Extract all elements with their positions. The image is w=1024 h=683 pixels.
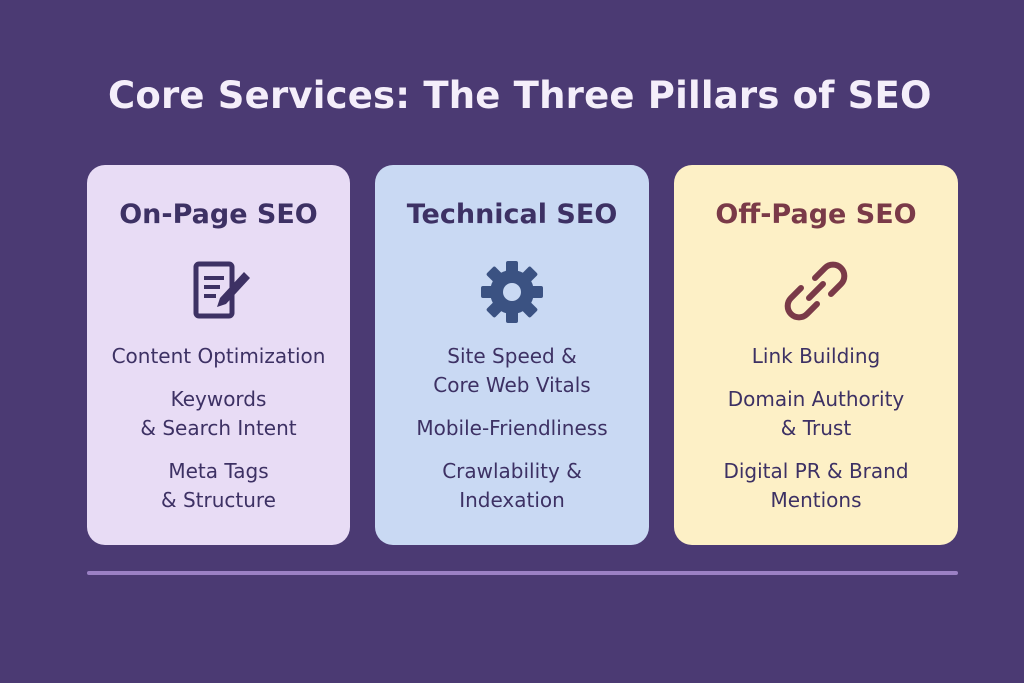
document-edit-icon xyxy=(193,261,250,319)
pillar-item: Link Building xyxy=(751,344,881,368)
gear-icon xyxy=(481,261,543,323)
pillar-item: Content Optimization xyxy=(111,344,326,368)
pillar-item: Mobile-Friendliness xyxy=(416,416,608,440)
pillar-card-on-page: On-Page SEO Content Optimization Keyword… xyxy=(87,165,350,545)
page-title: Core Services: The Three Pillars of SEO xyxy=(108,74,932,117)
pillar-item: Meta Tags & Structure xyxy=(161,459,276,512)
pillar-item: Site Speed & Core Web Vitals xyxy=(433,344,591,397)
pillar-item: Domain Authority & Trust xyxy=(727,387,905,440)
pillar-item: Digital PR & Brand Mentions xyxy=(723,459,909,512)
pillar-item: Keywords & Search Intent xyxy=(140,387,297,440)
pillar-heading: Off-Page SEO xyxy=(715,199,917,230)
link-icon xyxy=(784,261,848,321)
divider xyxy=(87,571,958,575)
pillar-card-technical: Technical SEO Site Speed & Core Web Vita… xyxy=(375,165,649,545)
pillar-heading: On-Page SEO xyxy=(119,199,318,230)
pillar-card-off-page: Off-Page SEO Link Building Domain Author… xyxy=(674,165,958,545)
pillar-item: Crawlability & Indexation xyxy=(442,459,582,512)
pillar-heading: Technical SEO xyxy=(406,199,618,230)
